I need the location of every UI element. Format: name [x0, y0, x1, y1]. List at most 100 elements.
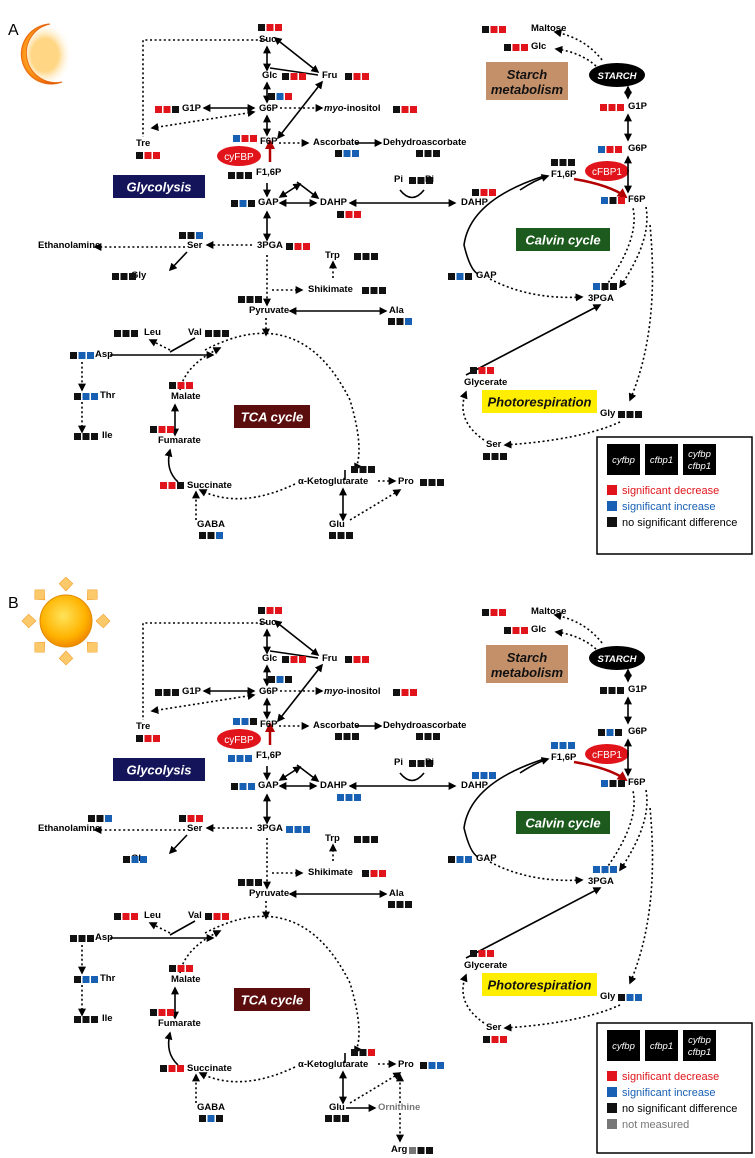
ser-to-glycerate-arrow [459, 390, 485, 441]
f6p-fru-arrow [277, 663, 323, 723]
metabolite-label: α-Ketoglutarate [298, 1059, 368, 1070]
swatch-myo-inositol-1 [393, 106, 400, 113]
calvin-left-arc [463, 758, 545, 858]
metabolite-label: 3PGA [257, 240, 283, 251]
swatch-pi-1 [409, 760, 416, 767]
metabolite-trp: Trp [325, 250, 378, 261]
panel-label: B [8, 595, 19, 612]
metabolite-label: G1P [628, 101, 648, 112]
swatch-pro-2 [428, 1062, 436, 1069]
f6p-to-gly-arrow [628, 807, 654, 985]
metabolite-fru: Fru [322, 653, 369, 664]
metabolite-label: F1,6P [256, 167, 282, 178]
metabolite-ethanolamine: Ethanolamine [38, 240, 100, 251]
swatch-pyruvate-3 [255, 879, 262, 886]
swatch-g1p-g1pc-2 [608, 687, 616, 694]
swatch-pi-2 [417, 177, 425, 184]
swatch-maltose-3 [499, 26, 506, 33]
swatch-glycerate-2 [478, 950, 486, 957]
swatch-g1p-g1pc-3 [617, 687, 624, 694]
swatch-glc-2 [290, 656, 298, 663]
metabolite-succinate: Succinate [160, 480, 232, 491]
swatch-pyruvate-3 [255, 296, 262, 303]
metabolite-shikimate: Shikimate [308, 867, 386, 878]
gap-dahp-upper [278, 766, 302, 781]
swatch-gap-gapc-3 [465, 273, 472, 280]
metabolite-ethanolamine: Ethanolamine [38, 815, 112, 834]
swatch-gly-glyc-2 [131, 856, 139, 863]
swatch-leu-3 [131, 913, 138, 920]
swatch-glu-2 [337, 532, 345, 539]
swatch-maltose-2 [490, 26, 498, 33]
swatch-thr-1 [74, 393, 81, 400]
swatch-succinate-2 [168, 482, 176, 489]
metabolite-glu: Glu [329, 519, 353, 539]
metabolite-f6p: F6P [233, 718, 278, 730]
starch-ellipse [589, 63, 645, 87]
metabolite-gap: GAP [231, 197, 279, 208]
metabolite-glycerate: Glycerate [464, 367, 507, 388]
swatch-gly-glyc-1 [112, 273, 119, 280]
glycolysis-label: Glycolysis [113, 758, 205, 781]
metabolite-3pga-pgac: 3PGA [588, 283, 617, 304]
swatch-succinate-3 [177, 1065, 184, 1072]
metabolite-label: Ala [389, 305, 405, 316]
cyfbp-enzyme [217, 729, 261, 749]
swatch-myo-inositol-3 [410, 689, 417, 696]
cfbp1-reaction-arrow [573, 177, 628, 199]
swatch-glu-2 [333, 1115, 341, 1122]
swatch-malate-1 [169, 965, 176, 972]
metabolite-label: Glc [531, 41, 546, 52]
swatch-pro-3 [437, 479, 444, 486]
metabolite-label: Succinate [187, 480, 232, 491]
swatch-tre-2 [144, 152, 152, 159]
metabolite-maltose: Maltose [482, 606, 566, 617]
calvin-cycle-label-text: Calvin cycle [525, 233, 600, 248]
swatch-glu-1 [325, 1115, 332, 1122]
swatch-myo-inositol-1 [393, 689, 400, 696]
swatch-fumarate-3 [167, 426, 174, 433]
metabolite-f1-6p-f16c: F1,6P [551, 159, 577, 180]
swatch-f1-6p-f16c-2 [559, 742, 567, 749]
swatch-ser-ser2-3 [500, 453, 507, 460]
swatch-maltose-1 [482, 26, 489, 33]
metabolite-label: Pyruvate [249, 888, 289, 899]
swatch-g1p-g1pc-1 [600, 687, 607, 694]
metabolite-label: Glycerate [464, 960, 507, 971]
metabolite-g1p-g1pc: G1P [600, 101, 648, 112]
metabolite-f1-6p-f16c: F1,6P [551, 742, 577, 763]
metabolite-label: Pyruvate [249, 305, 289, 316]
swatch-g6p-g6pc-2 [606, 146, 614, 153]
swatch-asp-3 [87, 352, 94, 359]
legend-item-not-measured: not measured [622, 1119, 689, 1131]
starch-metabolism-label-box [486, 645, 568, 683]
starch-metabolism-label-text-1: Starch [507, 67, 548, 82]
swatch-glc-3 [299, 73, 306, 80]
metabolite-gaba: GABA [197, 519, 225, 539]
swatch-g6p-g6pc-1 [598, 729, 605, 736]
swatch-alpha-ketoglutarate-1 [351, 1049, 358, 1056]
metabolite-f1-6p: F1,6P [228, 750, 282, 762]
swatch-malate-2 [177, 965, 185, 972]
swatch-glu-1 [329, 532, 336, 539]
swatch-f1-6p-f16c-1 [551, 159, 558, 166]
metabolite-gly-glyc: Gly [123, 853, 147, 864]
dahp-upper-link [296, 764, 320, 782]
swatch-thr-1 [74, 976, 81, 983]
cyfbp-enzyme-text: cyFBP [224, 735, 254, 746]
metabolite-label: Maltose [531, 23, 566, 34]
metabolite-g6p-g6pc: G6P [598, 726, 648, 737]
metabolite-pyruvate: Pyruvate [238, 296, 289, 316]
swatch-g6p-2 [276, 676, 284, 683]
swatch-ethanolamine-1 [88, 815, 95, 822]
swatch-gap-gapc-2 [456, 273, 464, 280]
metabolite-label: Ascorbate [313, 720, 359, 731]
legend-item-significant-decrease: significant decrease [622, 485, 719, 497]
swatch-fumarate-1 [150, 426, 157, 433]
metabolite-fumarate: Fumarate [150, 1009, 201, 1029]
metabolite-label: Ser [486, 439, 502, 450]
metabolite-myo-inositol: myo-inositol [324, 103, 417, 114]
metabolite-label: GAP [258, 780, 279, 791]
